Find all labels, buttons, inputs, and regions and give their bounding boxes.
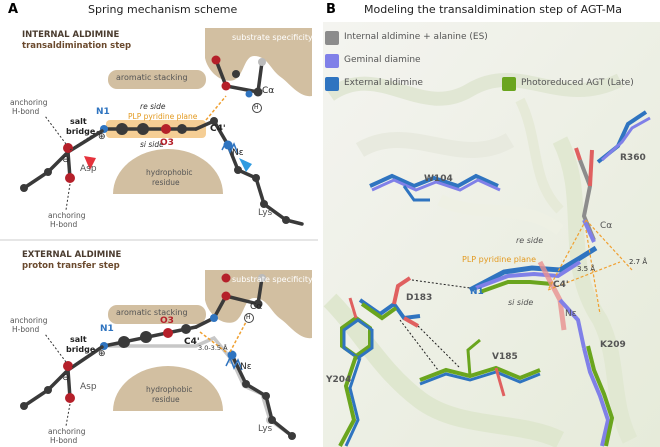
spring-icon bbox=[221, 140, 239, 155]
y204-residue bbox=[338, 297, 374, 447]
bottom-calpha-label: Cα bbox=[250, 302, 263, 312]
top-hydrophobic-2: residue bbox=[152, 178, 180, 187]
bottom-salt-1: salt bbox=[70, 335, 87, 344]
arrow-red-icon bbox=[84, 156, 96, 170]
o3-atom-top bbox=[161, 124, 171, 134]
bottom-ne-label: Nε bbox=[240, 362, 252, 372]
top-substrate-label: substrate specificity bbox=[232, 33, 313, 42]
bottom-lys-label: Lys bbox=[258, 424, 273, 434]
top-hydrophobic-1: hydrophobic bbox=[146, 168, 193, 177]
bottom-substrate-label: substrate specificity bbox=[232, 275, 313, 284]
top-plus-icon: ⊕ bbox=[98, 132, 106, 142]
panel-a-title: Spring mechanism scheme bbox=[88, 3, 238, 16]
legend-swatch-external bbox=[325, 77, 339, 91]
bottom-plus-icon: ⊕ bbox=[98, 349, 106, 359]
legend-swatch-photoreduced bbox=[502, 77, 516, 91]
label-dist-35: 3.5 Å bbox=[577, 265, 596, 273]
hydrophobic-residue-top bbox=[113, 149, 223, 194]
bottom-aromatic-label: aromatic stacking bbox=[116, 308, 188, 317]
label-w104: W104 bbox=[424, 174, 453, 184]
top-salt-1: salt bbox=[70, 117, 87, 126]
bottom-anchoring-2a: anchoring bbox=[48, 427, 86, 436]
top-salt-2: bridge bbox=[66, 127, 96, 136]
legend-swatch-es bbox=[325, 31, 339, 45]
top-lys-label: Lys bbox=[258, 208, 273, 218]
panel-a-scheme bbox=[0, 28, 318, 440]
top-h-label: H bbox=[254, 104, 259, 111]
top-anchoring-1b: H-bond bbox=[12, 107, 40, 116]
legend-label-es: Internal aldimine + alanine (ES) bbox=[344, 32, 488, 42]
top-re-side: re side bbox=[140, 102, 166, 111]
bottom-heading-2: proton transfer step bbox=[22, 261, 120, 271]
label-si-side: si side bbox=[508, 298, 534, 307]
label-dist-27: 2.7 Å bbox=[629, 258, 648, 266]
substrate-pocket-top bbox=[205, 28, 312, 97]
aromatic-stacking-top bbox=[108, 70, 206, 89]
bottom-c4-label: C4' bbox=[184, 337, 200, 347]
panel-b-title: Modeling the transaldimination step of A… bbox=[364, 3, 623, 16]
legend-swatch-geminal bbox=[325, 54, 339, 68]
bottom-hydrophobic-2: residue bbox=[152, 395, 180, 404]
top-plp-plane: PLP pyridine plane bbox=[128, 112, 198, 121]
label-plp-plane: PLP pyridine plane bbox=[462, 255, 537, 264]
top-minus-icon: ⊖ bbox=[62, 155, 70, 165]
legend-label-geminal: Geminal diamine bbox=[344, 55, 421, 65]
bottom-h-label: H bbox=[246, 314, 251, 321]
bottom-anchoring-1a: anchoring bbox=[10, 316, 48, 325]
top-si-side: si side bbox=[140, 140, 164, 149]
bottom-minus-icon: ⊖ bbox=[62, 373, 70, 383]
top-ne-label: Nε bbox=[232, 148, 244, 158]
legend-label-external: External aldimine bbox=[344, 78, 423, 88]
label-ne: Nε bbox=[565, 309, 577, 319]
top-asp-label: Asp bbox=[80, 164, 97, 174]
label-v185: V185 bbox=[492, 352, 518, 362]
bottom-distance-label: 3.0-3.5 Å bbox=[198, 344, 228, 352]
top-calpha-label: Cα bbox=[262, 86, 275, 96]
substrate-pocket-bottom bbox=[205, 270, 312, 339]
bottom-salt-2: bridge bbox=[66, 345, 96, 354]
top-aromatic-label: aromatic stacking bbox=[116, 73, 188, 82]
top-heading-1: INTERNAL ALDIMINE bbox=[22, 30, 120, 40]
top-anchoring-1a: anchoring bbox=[10, 98, 48, 107]
hydrophobic-residue-bottom bbox=[113, 366, 223, 411]
label-c4: C4' bbox=[553, 280, 569, 290]
label-calpha: Cα bbox=[600, 221, 613, 231]
label-y204: Y204 bbox=[326, 375, 352, 385]
bottom-n1-label: N1 bbox=[100, 324, 114, 334]
label-d183: D183 bbox=[406, 293, 433, 303]
spring-icon-bottom bbox=[225, 356, 243, 371]
top-c4-label: C4' bbox=[210, 124, 226, 134]
top-o3-label: O3 bbox=[160, 138, 174, 148]
v185-residue bbox=[419, 338, 541, 397]
top-n1-label: N1 bbox=[96, 107, 110, 117]
aromatic-stacking-bottom bbox=[108, 305, 206, 324]
k209-residue bbox=[582, 347, 611, 447]
bottom-o3-label: O3 bbox=[160, 316, 174, 326]
legend-label-photoreduced: Photoreduced AGT (Late) bbox=[521, 78, 634, 88]
bottom-heading-1: EXTERNAL ALDIMINE bbox=[22, 250, 122, 260]
label-re-side: re side bbox=[516, 236, 544, 245]
top-anchoring-2b: H-bond bbox=[50, 220, 78, 229]
bottom-hydrophobic-1: hydrophobic bbox=[146, 385, 193, 394]
panel-b-letter: B bbox=[326, 2, 336, 17]
top-heading-2: transaldimination step bbox=[22, 41, 132, 51]
label-k209: K209 bbox=[600, 340, 626, 350]
top-anchoring-2a: anchoring bbox=[48, 211, 86, 220]
bottom-asp-label: Asp bbox=[80, 382, 97, 392]
bottom-anchoring-2b: H-bond bbox=[50, 436, 78, 445]
bottom-anchoring-1b: H-bond bbox=[12, 325, 40, 334]
label-r360: R360 bbox=[620, 153, 646, 163]
label-n1: N1 bbox=[470, 287, 484, 297]
panel-a-letter: A bbox=[8, 2, 19, 17]
